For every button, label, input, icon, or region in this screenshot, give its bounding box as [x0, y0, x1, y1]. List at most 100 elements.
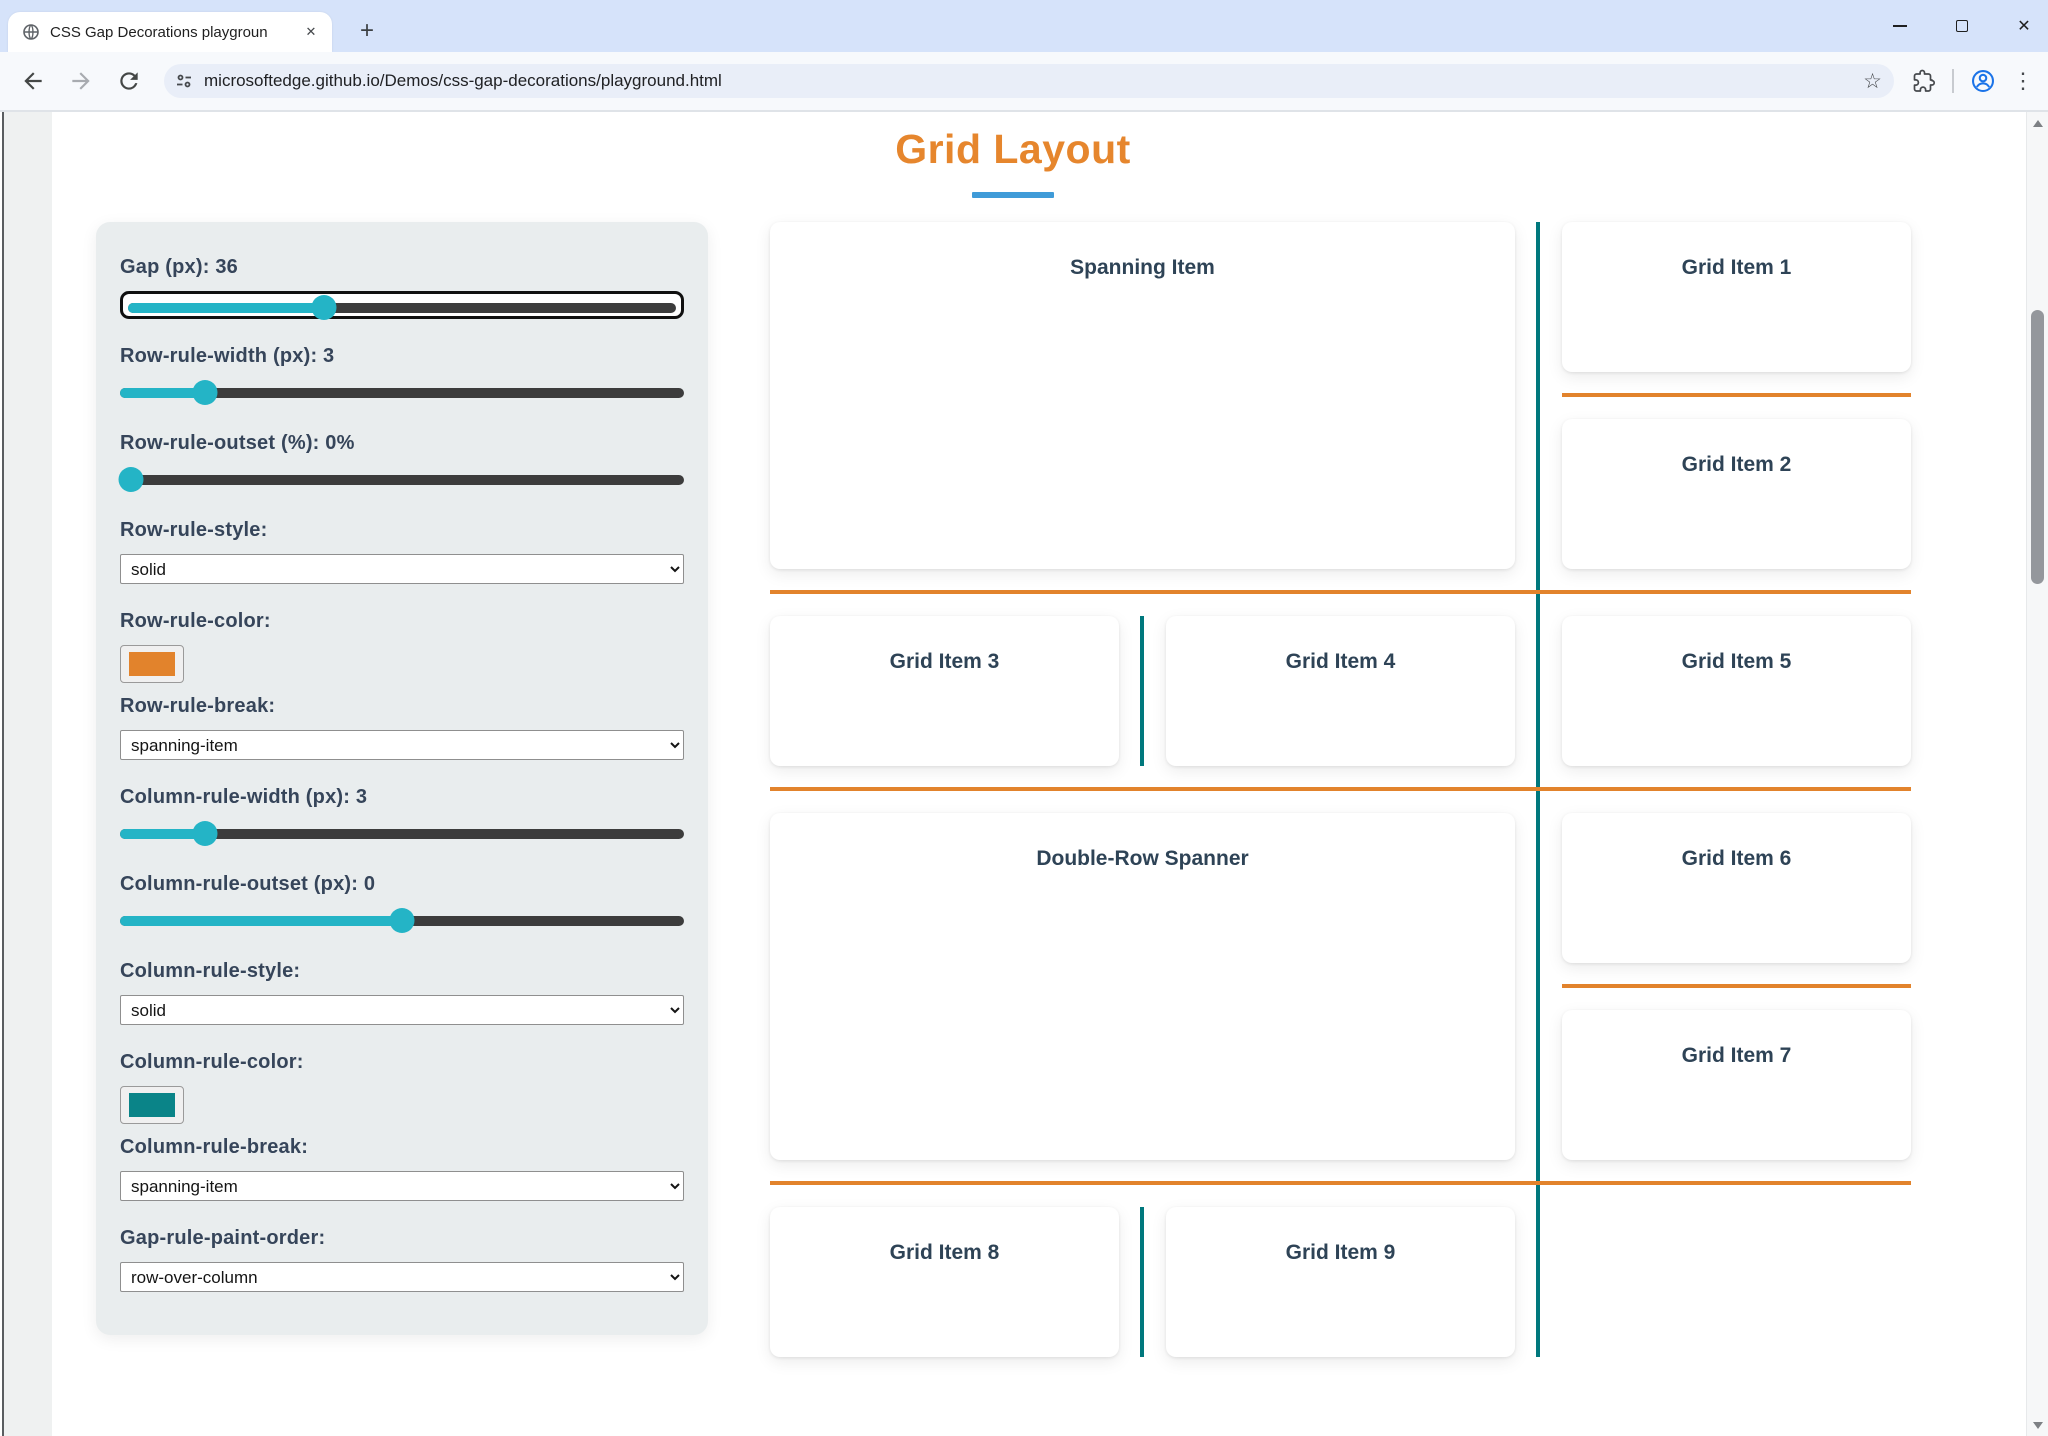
- window-minimize-button[interactable]: [1884, 10, 1916, 42]
- window-controls: ✕: [1884, 0, 2040, 52]
- row-rule-color-swatch: [129, 652, 175, 676]
- grid-item-9: Grid Item 9: [1166, 1207, 1515, 1357]
- tab-close-icon[interactable]: ✕: [305, 24, 317, 39]
- slider-thumb[interactable]: [389, 908, 415, 933]
- row-rule-outset-label: Row-rule-outset (%): 0%: [120, 432, 355, 454]
- column-rule-outset-slider[interactable]: [120, 908, 684, 934]
- page-content: Grid Layout Gap (px): 36 Row-rule-width …: [0, 112, 2048, 1436]
- slider-fill: [120, 916, 402, 926]
- row-rule-outset-slider[interactable]: [118, 467, 684, 493]
- grid-container: Spanning Item Grid Item 1 Grid Item 2 Gr…: [770, 222, 1911, 1357]
- slider-thumb[interactable]: [192, 380, 218, 405]
- toolbar-divider: [1952, 69, 1954, 93]
- column-rule-color-label: Column-rule-color:: [120, 1051, 304, 1073]
- row-rule-width-slider[interactable]: [120, 380, 684, 406]
- grid-demo: Spanning Item Grid Item 1 Grid Item 2 Gr…: [770, 222, 1911, 1357]
- scroll-up-button[interactable]: [2027, 112, 2048, 134]
- back-icon[interactable]: [20, 68, 46, 94]
- slider-fill: [128, 303, 326, 313]
- reload-icon[interactable]: [116, 68, 142, 94]
- scroll-down-icon: [2032, 1421, 2043, 1429]
- maximize-icon: [1956, 20, 1968, 32]
- bookmark-star-icon[interactable]: ☆: [1863, 69, 1882, 93]
- column-rule-color-swatch: [129, 1093, 175, 1117]
- scroll-down-button[interactable]: [2027, 1414, 2048, 1436]
- grid-item-4: Grid Item 4: [1166, 616, 1515, 766]
- row-rule-color-label: Row-rule-color:: [120, 610, 271, 632]
- globe-favicon: [23, 24, 39, 40]
- column-rule-outset-group: Column-rule-outset (px): 0: [120, 873, 684, 934]
- address-bar[interactable]: microsoftedge.github.io/Demos/css-gap-de…: [164, 64, 1894, 98]
- slider-fill: [120, 388, 205, 398]
- profile-icon[interactable]: [1970, 68, 1996, 94]
- grid-item-7: Grid Item 7: [1562, 1010, 1911, 1160]
- gap-rule-paint-order-label: Gap-rule-paint-order:: [120, 1227, 326, 1249]
- controls-panel: Gap (px): 36 Row-rule-width (px): 3 Row-…: [96, 222, 708, 1335]
- row-rule-color-input[interactable]: [120, 645, 184, 683]
- vertical-scrollbar[interactable]: [2026, 112, 2048, 1436]
- grid-item-3: Grid Item 3: [770, 616, 1119, 766]
- minimize-icon: [1893, 25, 1907, 27]
- column-rule-between-8-9: [1140, 1207, 1144, 1357]
- grid-item-double-row-spanner: Double-Row Spanner: [770, 813, 1515, 1160]
- tab-title: CSS Gap Decorations playgroun: [50, 23, 268, 41]
- column-rule-break-group: Column-rule-break: spanning-item: [120, 1136, 684, 1201]
- browser-tab[interactable]: CSS Gap Decorations playgroun ✕: [8, 12, 332, 52]
- gap-slider[interactable]: [120, 291, 684, 320]
- new-tab-button[interactable]: +: [359, 17, 374, 44]
- slider-track[interactable]: [120, 829, 684, 839]
- column-rule-outset-label: Column-rule-outset (px): 0: [120, 873, 376, 895]
- browser-toolbar: microsoftedge.github.io/Demos/css-gap-de…: [0, 52, 2048, 112]
- column-rule-break-select[interactable]: spanning-item: [120, 1171, 684, 1201]
- left-edge-line: [2, 112, 4, 1436]
- grid-item-2: Grid Item 2: [1562, 419, 1911, 569]
- column-rule-style-select[interactable]: solid: [120, 995, 684, 1025]
- site-info-icon[interactable]: [174, 71, 194, 91]
- row-rule-outset-group: Row-rule-outset (%): 0%: [118, 432, 684, 493]
- grid-item-spanning: Spanning Item: [770, 222, 1515, 569]
- slider-track[interactable]: [120, 475, 684, 485]
- row-rule-break-select[interactable]: spanning-item: [120, 730, 684, 760]
- row-rule-break-group: Row-rule-break: spanning-item: [120, 695, 684, 760]
- row-rule-style-label: Row-rule-style:: [120, 519, 268, 541]
- row-rule-after-row5: [770, 1181, 1911, 1185]
- gap-rule-paint-order-group: Gap-rule-paint-order: row-over-column: [120, 1227, 684, 1292]
- extensions-icon[interactable]: [1912, 69, 1936, 93]
- slider-track[interactable]: [120, 388, 684, 398]
- scrollbar-thumb[interactable]: [2031, 310, 2044, 584]
- gap-rule-paint-order-select[interactable]: row-over-column: [120, 1262, 684, 1292]
- column-rule-style-label: Column-rule-style:: [120, 960, 301, 982]
- scroll-up-icon: [2032, 119, 2043, 127]
- column-rule-width-group: Column-rule-width (px): 3: [120, 786, 684, 847]
- forward-icon[interactable]: [68, 68, 94, 94]
- row-rule-after-row3: [770, 787, 1911, 791]
- slider-thumb[interactable]: [311, 295, 337, 320]
- column-rule-style-group: Column-rule-style: solid: [120, 960, 684, 1025]
- menu-icon[interactable]: ⋮: [2012, 68, 2034, 93]
- grid-item-8: Grid Item 8: [770, 1207, 1119, 1357]
- column-rule-width-slider[interactable]: [120, 821, 684, 847]
- column-rule-color-input[interactable]: [120, 1086, 184, 1124]
- row-rule-after-row4: [1562, 984, 1911, 988]
- column-rule-between-3-4: [1140, 616, 1144, 766]
- window-close-button[interactable]: ✕: [2017, 18, 2031, 35]
- gap-slider-label: Gap (px): 36: [120, 256, 238, 278]
- title-underline: [972, 192, 1054, 198]
- page-title: Grid Layout: [895, 126, 1131, 172]
- row-rule-style-select[interactable]: solid: [120, 554, 684, 584]
- window-maximize-button[interactable]: [1946, 10, 1978, 42]
- slider-thumb[interactable]: [118, 467, 144, 492]
- row-rule-style-group: Row-rule-style: solid: [120, 519, 684, 584]
- slider-thumb[interactable]: [192, 821, 218, 846]
- slider-track[interactable]: [128, 303, 676, 313]
- grid-item-5: Grid Item 5: [1562, 616, 1911, 766]
- column-rule-width-label: Column-rule-width (px): 3: [120, 786, 368, 808]
- gap-control-group: Gap (px): 36: [120, 256, 684, 320]
- grid-item-1: Grid Item 1: [1562, 222, 1911, 372]
- row-rule-after-row1: [1562, 393, 1911, 397]
- grid-item-6: Grid Item 6: [1562, 813, 1911, 963]
- column-rule-break-label: Column-rule-break:: [120, 1136, 309, 1158]
- row-rule-color-group: Row-rule-color:: [120, 610, 684, 683]
- slider-fill: [120, 829, 205, 839]
- left-edge-band: [4, 112, 52, 1436]
